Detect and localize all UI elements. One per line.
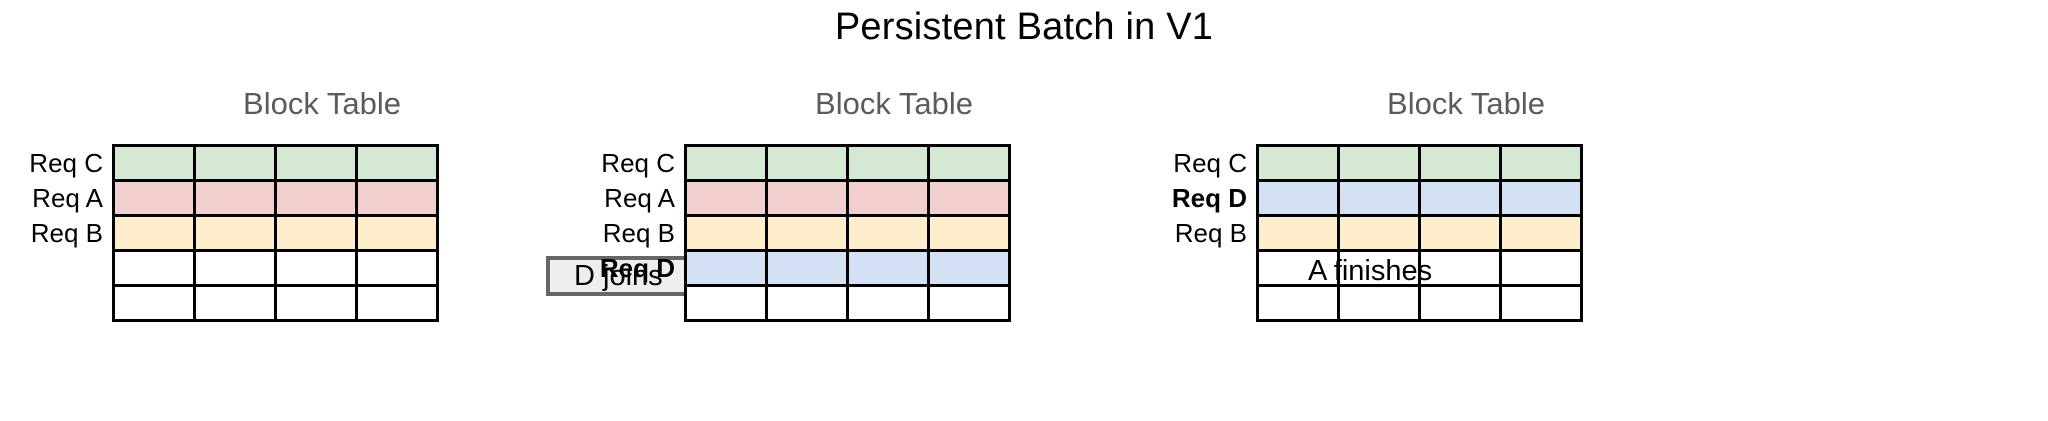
- block-cell-empty[interactable]: [112, 284, 196, 322]
- table-row-empty[interactable]: [112, 284, 439, 322]
- block-cell[interactable]: [1256, 179, 1340, 217]
- block-cell-empty[interactable]: [1256, 249, 1340, 287]
- block-cell[interactable]: [1418, 179, 1502, 217]
- block-cell[interactable]: [355, 214, 439, 252]
- block-table-caption: Block Table: [1387, 86, 1545, 121]
- block-cell-empty[interactable]: [1499, 284, 1583, 322]
- block-cell[interactable]: [193, 179, 277, 217]
- row-label-req-a: Req A: [604, 183, 675, 213]
- block-cell[interactable]: [1499, 144, 1583, 182]
- block-cell[interactable]: [846, 214, 930, 252]
- block-cell[interactable]: [193, 144, 277, 182]
- block-cell-empty[interactable]: [193, 249, 277, 287]
- block-cell-empty[interactable]: [112, 249, 196, 287]
- block-cell[interactable]: [846, 249, 930, 287]
- block-table-grid: Req C Req A Req B Req D: [600, 144, 1011, 322]
- block-cell[interactable]: [927, 179, 1011, 217]
- block-cell[interactable]: [765, 179, 849, 217]
- table-row-empty[interactable]: [1256, 284, 1583, 322]
- table-row[interactable]: Req A: [32, 179, 439, 217]
- table-row[interactable]: Req C: [29, 144, 439, 182]
- block-cell[interactable]: [274, 214, 358, 252]
- block-cell[interactable]: [684, 179, 768, 217]
- block-cell[interactable]: [927, 249, 1011, 287]
- block-cell[interactable]: [684, 214, 768, 252]
- block-cell[interactable]: [765, 214, 849, 252]
- block-cell-empty[interactable]: [765, 284, 849, 322]
- row-label-req-d: Req D: [599, 253, 675, 283]
- block-cell[interactable]: [684, 249, 768, 287]
- block-cell-empty[interactable]: [1499, 249, 1583, 287]
- page-title: Persistent Batch in V1: [834, 6, 1214, 48]
- table-row[interactable]: Req D: [1172, 179, 1583, 217]
- block-table-grid: Req C Req D Req B: [1172, 144, 1583, 322]
- block-cell[interactable]: [846, 144, 930, 182]
- row-label-req-a: Req A: [32, 183, 103, 213]
- block-cell[interactable]: [112, 179, 196, 217]
- block-cell[interactable]: [193, 214, 277, 252]
- block-cell[interactable]: [846, 179, 930, 217]
- block-cell-empty[interactable]: [274, 249, 358, 287]
- block-cell[interactable]: [355, 144, 439, 182]
- row-label-req-b: Req B: [1174, 218, 1247, 248]
- row-label-req-d: Req D: [1171, 183, 1247, 213]
- block-cell[interactable]: [927, 214, 1011, 252]
- table-row-empty[interactable]: [1256, 249, 1583, 287]
- table-row-empty[interactable]: [112, 249, 439, 287]
- block-table-caption: Block Table: [815, 86, 973, 121]
- block-cell[interactable]: [765, 249, 849, 287]
- block-cell-empty[interactable]: [927, 284, 1011, 322]
- block-cell[interactable]: [112, 144, 196, 182]
- block-cell[interactable]: [1337, 214, 1421, 252]
- block-cell[interactable]: [274, 179, 358, 217]
- block-cell-empty[interactable]: [355, 284, 439, 322]
- block-cell[interactable]: [1337, 179, 1421, 217]
- table-row[interactable]: Req B: [603, 214, 1011, 252]
- table-row[interactable]: Req C: [1173, 144, 1583, 182]
- block-cell[interactable]: [1418, 144, 1502, 182]
- table-row[interactable]: Req D: [600, 249, 1011, 287]
- row-label-req-c: Req C: [601, 148, 675, 178]
- row-label-req-c: Req C: [1173, 148, 1247, 178]
- table-row[interactable]: Req B: [31, 214, 439, 252]
- block-cell[interactable]: [1337, 144, 1421, 182]
- block-cell-empty[interactable]: [846, 284, 930, 322]
- block-cell-empty[interactable]: [193, 284, 277, 322]
- table-row[interactable]: Req B: [1175, 214, 1583, 252]
- block-cell[interactable]: [1256, 214, 1340, 252]
- block-cell[interactable]: [1256, 144, 1340, 182]
- row-label-req-b: Req B: [602, 218, 675, 248]
- arrow-label: A finishes: [1308, 254, 1433, 287]
- block-cell[interactable]: [1499, 214, 1583, 252]
- block-cell-empty[interactable]: [1337, 249, 1421, 287]
- block-cell[interactable]: [684, 144, 768, 182]
- block-cell-empty[interactable]: [1418, 284, 1502, 322]
- row-label-req-c: Req C: [29, 148, 103, 178]
- table-row[interactable]: Req C: [601, 144, 1011, 182]
- table-row[interactable]: Req A: [604, 179, 1011, 217]
- block-cell[interactable]: [765, 144, 849, 182]
- block-cell-empty[interactable]: [274, 284, 358, 322]
- block-cell[interactable]: [274, 144, 358, 182]
- block-table-caption: Block Table: [243, 86, 401, 121]
- block-cell-empty[interactable]: [355, 249, 439, 287]
- block-cell[interactable]: [927, 144, 1011, 182]
- block-cell-empty[interactable]: [1337, 284, 1421, 322]
- block-cell-empty[interactable]: [684, 284, 768, 322]
- block-cell[interactable]: [1418, 214, 1502, 252]
- block-cell-empty[interactable]: [1256, 284, 1340, 322]
- block-cell[interactable]: [112, 214, 196, 252]
- row-label-req-b: Req B: [30, 218, 103, 248]
- block-cell[interactable]: [1499, 179, 1583, 217]
- arrow-label: D joins: [574, 259, 663, 292]
- table-row-empty[interactable]: [684, 284, 1011, 322]
- block-table-grid: Req C Req A Req B: [29, 144, 439, 322]
- block-cell[interactable]: [355, 179, 439, 217]
